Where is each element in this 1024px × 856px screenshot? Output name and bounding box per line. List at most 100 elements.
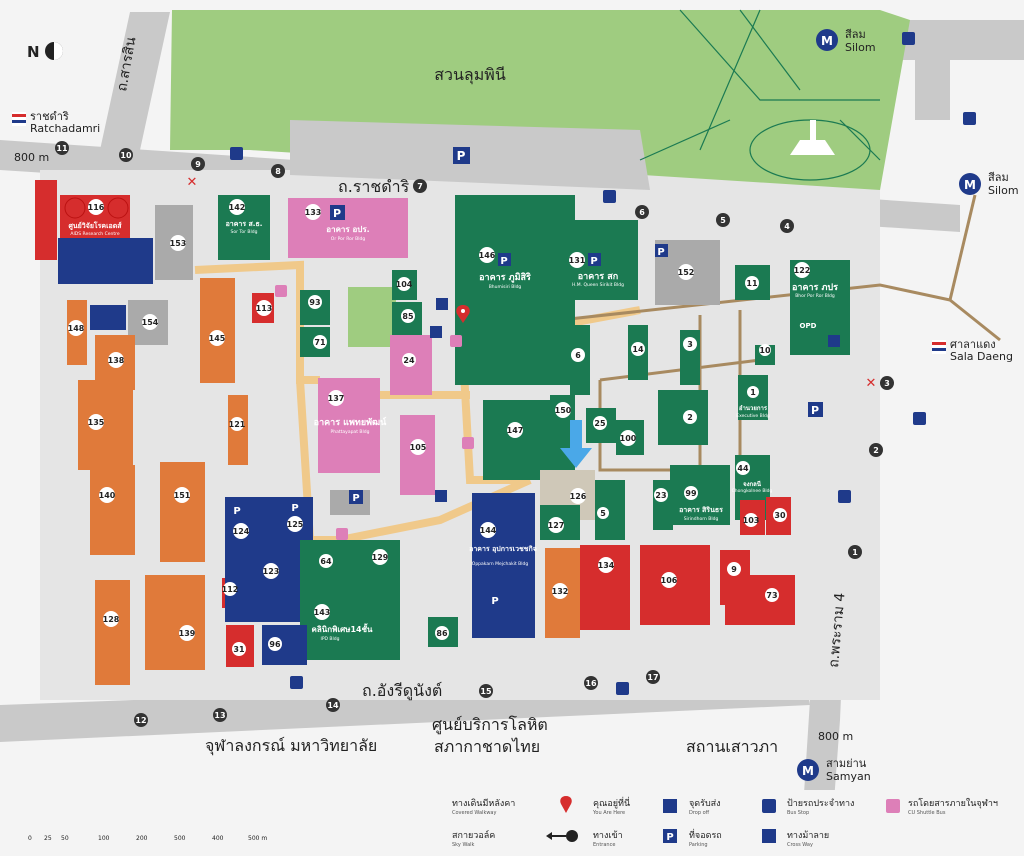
bus-stop-icon	[290, 676, 303, 689]
svg-text:96: 96	[269, 640, 281, 649]
svg-text:14: 14	[632, 345, 644, 354]
building-93: 93	[308, 295, 322, 309]
svg-text:145: 145	[209, 334, 226, 343]
svg-text:Oppakarn Mejchakit Bldg: Oppakarn Mejchakit Bldg	[472, 561, 529, 567]
legend-covered-walkway: ทางเดินมีหลังคา Covered Walkway	[452, 798, 515, 816]
svg-text:0: 0	[28, 835, 32, 842]
building-138: 138	[108, 352, 125, 368]
map-icons: P P P P P P P P P P ✕ ✕	[187, 32, 976, 695]
building-134: 134	[598, 557, 615, 573]
gate-9: 9	[191, 157, 205, 171]
shuttle-bus-icon	[462, 437, 474, 449]
svg-text:P: P	[333, 207, 341, 220]
building-142-label: 142 อาคาร ส.ธ. Sor Tor Bldg	[226, 199, 262, 235]
svg-text:Sky Walk: Sky Walk	[452, 842, 475, 848]
gate-13: 13	[213, 708, 227, 722]
svg-text:73: 73	[766, 591, 777, 600]
svg-text:3: 3	[884, 379, 890, 388]
building-10: 10	[759, 344, 771, 356]
svg-text:85: 85	[402, 312, 414, 321]
svg-text:8: 8	[275, 167, 281, 176]
svg-text:147: 147	[507, 426, 524, 435]
chula-label: จุฬาลงกรณ์ มหาวิทยาลัย	[205, 736, 377, 756]
svg-text:200: 200	[136, 835, 148, 842]
building-122-label: 122 อาคาร ภปร Bhor Por Ror Bldg OPD	[792, 262, 838, 330]
named-buildings: 116 ศูนย์วิจัยโรคเอดส์ AIDS Research Cen…	[68, 199, 838, 642]
svg-text:Covered Walkway: Covered Walkway	[452, 810, 496, 816]
gate-7: 7	[413, 179, 427, 193]
building-31: 31	[232, 642, 246, 656]
blood-centre-label-1: ศูนย์บริการโลหิต	[432, 715, 548, 735]
svg-text:129: 129	[372, 553, 389, 562]
svg-text:131: 131	[569, 256, 586, 265]
parking-icon: P	[330, 205, 345, 220]
parking-icon	[663, 829, 677, 843]
svg-text:123: 123	[263, 567, 280, 576]
distance-left: 800 m	[14, 151, 49, 164]
station-silom-mrt-right: M สีลม Silom	[959, 171, 1019, 197]
svg-text:Bhumisiri Bldg: Bhumisiri Bldg	[489, 284, 522, 290]
gate-12: 12	[134, 713, 148, 727]
road-rama4-label: ถ.พระราม 4	[826, 592, 848, 668]
svg-text:124: 124	[233, 527, 250, 536]
svg-text:100: 100	[620, 434, 637, 443]
building-140: 140	[99, 487, 116, 503]
building-121: 121	[229, 417, 246, 431]
svg-text:Drop off: Drop off	[689, 810, 710, 816]
building-139: 139	[179, 625, 196, 641]
bus-stop-icon	[902, 32, 915, 45]
svg-text:Bhor Por Ror Bldg: Bhor Por Ror Bldg	[795, 293, 835, 299]
svg-text:Entrance: Entrance	[593, 842, 615, 848]
svg-text:86: 86	[436, 629, 448, 638]
svg-text:126: 126	[570, 492, 587, 501]
svg-text:ทางเข้า: ทางเข้า	[593, 830, 623, 841]
svg-text:P: P	[352, 493, 359, 504]
svg-text:Bus Stop: Bus Stop	[787, 810, 809, 816]
ratchadamri-en: Ratchadamri	[30, 122, 100, 135]
closed-gate-icon: ✕	[866, 376, 877, 391]
building-150: 150	[555, 402, 572, 418]
svg-text:135: 135	[88, 418, 105, 427]
svg-text:Silom: Silom	[845, 41, 876, 54]
building-135: 135	[88, 414, 105, 430]
svg-text:P: P	[233, 506, 240, 517]
bus-stop-icon	[913, 412, 926, 425]
svg-text:Or Por Ror Bldg: Or Por Ror Bldg	[331, 236, 366, 242]
svg-text:Sor Tor Bldg: Sor Tor Bldg	[231, 229, 258, 235]
building-137-label: 137 อาคาร แพทยพัฒน์ Phattayapat Bldg	[314, 390, 387, 435]
building-6: 6	[571, 348, 585, 362]
station-silom-mrt: M สีลม Silom	[816, 28, 876, 54]
building-24: 24	[402, 353, 416, 367]
svg-text:P: P	[666, 832, 673, 843]
building-146-label: 146 อาคาร ภูมิสิริ Bhumisiri Bldg	[479, 247, 531, 290]
svg-text:10: 10	[120, 151, 132, 160]
svg-text:P: P	[457, 149, 466, 163]
legend-crosswalk: ทางม้าลาย Cross Way	[762, 829, 829, 848]
svg-text:15: 15	[480, 687, 492, 696]
svg-text:สีลม: สีลม	[988, 171, 1009, 184]
svg-text:132: 132	[552, 587, 569, 596]
station-samyan: M สามย่าน Samyan	[797, 757, 871, 783]
building-113: 113	[256, 300, 272, 316]
svg-text:10: 10	[759, 346, 771, 355]
svg-text:1: 1	[852, 548, 858, 557]
crosswalk-icon	[762, 829, 776, 843]
svg-text:9: 9	[195, 160, 201, 169]
svg-text:สกายวอล์ค: สกายวอล์ค	[452, 829, 495, 841]
svg-text:154: 154	[142, 318, 159, 327]
building-30: 30	[773, 508, 787, 522]
svg-text:127: 127	[548, 521, 565, 530]
svg-text:Silom: Silom	[988, 184, 1019, 197]
shuttle-bus-icon	[275, 285, 287, 297]
svg-text:71: 71	[314, 338, 326, 347]
legend-parking: P ที่จอดรถ Parking	[663, 828, 722, 848]
svg-text:139: 139	[179, 629, 196, 638]
crosswalk-icon	[430, 326, 442, 338]
svg-text:125: 125	[287, 520, 304, 529]
monument-icon	[790, 120, 835, 155]
svg-text:Cross Way: Cross Way	[787, 842, 813, 848]
gate-10: 10	[119, 148, 133, 162]
svg-text:23: 23	[655, 491, 666, 500]
